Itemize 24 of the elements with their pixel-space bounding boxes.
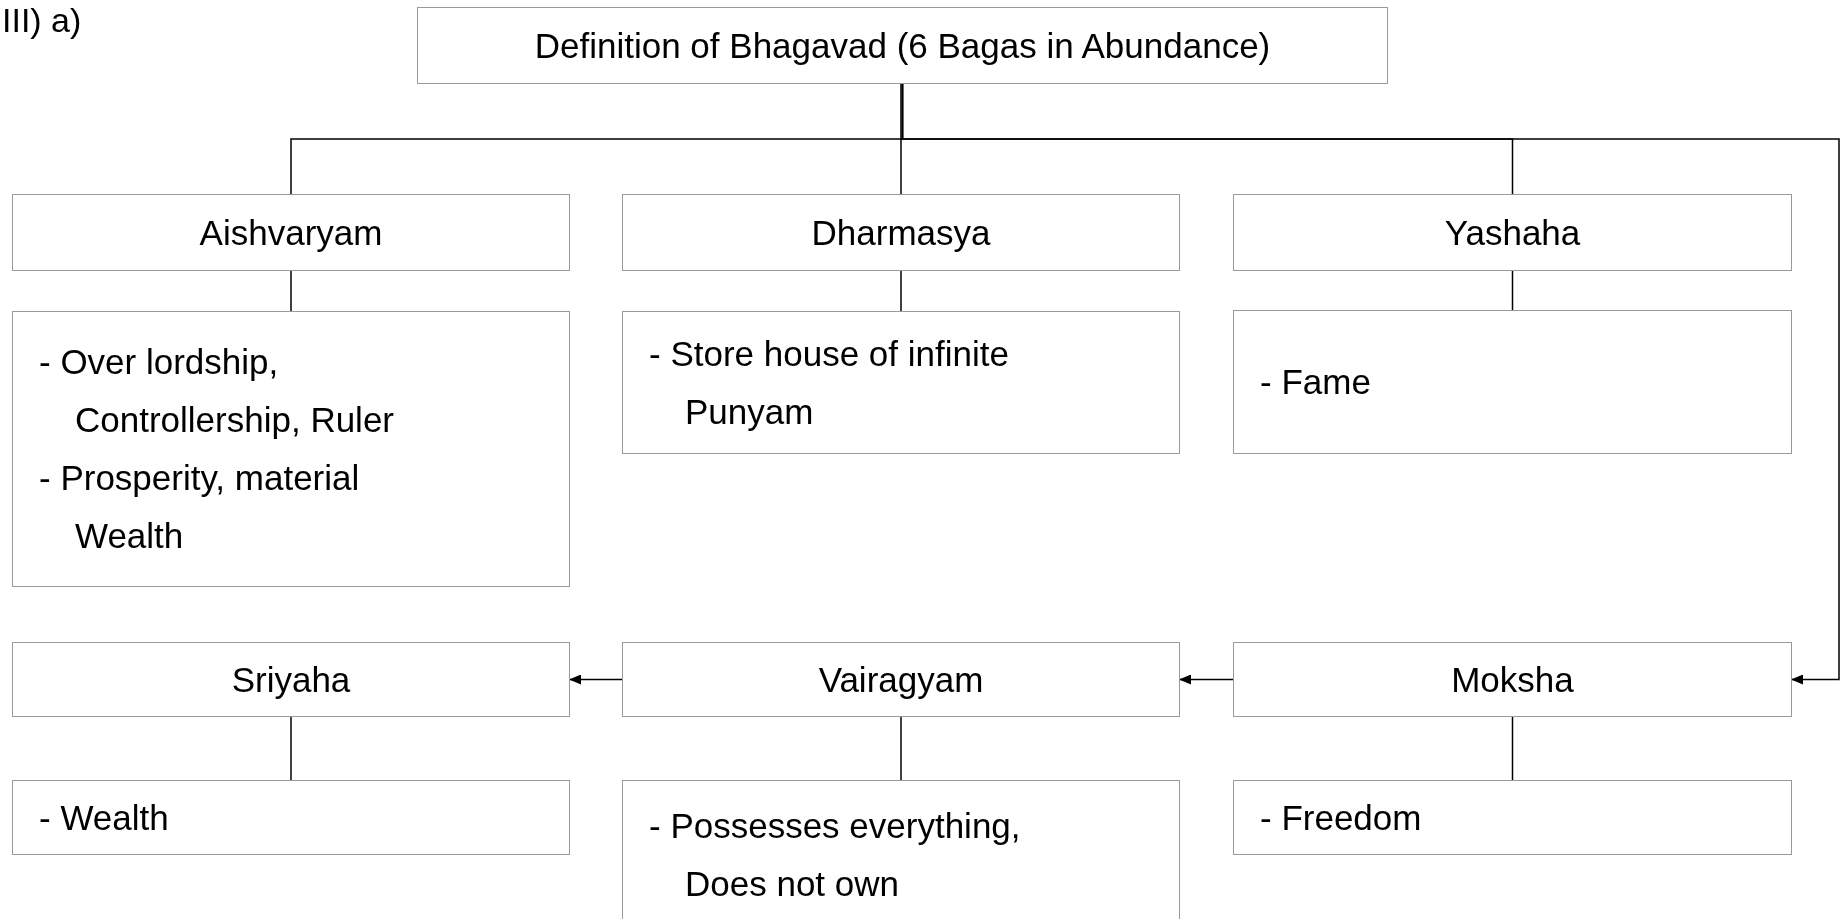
category-box: Moksha <box>1233 642 1792 717</box>
description-box: - Freedom <box>1233 780 1792 855</box>
connector-line <box>290 716 292 781</box>
connector-line <box>900 83 902 195</box>
description-box: - Store house of infinite Punyam <box>622 311 1180 454</box>
section-number: III) a) <box>2 0 82 40</box>
arrow <box>901 83 1840 685</box>
connector-line <box>900 270 902 312</box>
connector-line <box>1511 716 1514 781</box>
category-box: Aishvaryam <box>12 194 570 271</box>
category-box: Sriyaha <box>12 642 570 717</box>
description-box: - Fame <box>1233 310 1792 454</box>
connector-line <box>900 716 902 781</box>
description-box: - Wealth <box>12 780 570 855</box>
connector-line <box>1511 270 1514 311</box>
description-box: - Over lordship, Controllership, Ruler - Prosperity, material Wealth <box>12 311 570 587</box>
arrow <box>1179 674 1234 685</box>
category-box: Yashaha <box>1233 194 1792 271</box>
category-box: Dharmasya <box>622 194 1180 271</box>
description-box: - Possesses everything, Does not own <box>622 780 1180 919</box>
connector-line <box>290 270 292 312</box>
category-box: Vairagyam <box>622 642 1180 717</box>
title-box: Definition of Bhagavad (6 Bagas in Abundance) <box>417 7 1388 84</box>
arrow <box>569 674 623 685</box>
